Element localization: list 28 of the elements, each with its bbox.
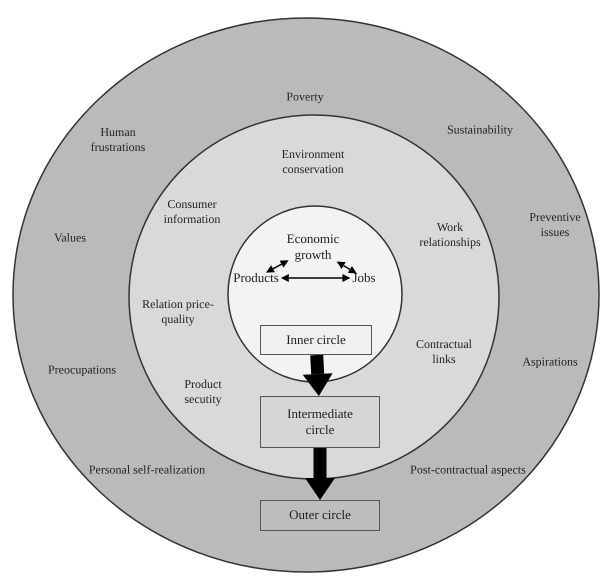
circle-region bbox=[227, 205, 403, 383]
arrow bbox=[336, 261, 357, 274]
circle-region bbox=[12, 17, 600, 573]
circle-label: Sustainability bbox=[446, 122, 514, 138]
arrow bbox=[280, 274, 350, 282]
circle-label: Poverty bbox=[285, 90, 325, 104]
circle-label: Preventive issues bbox=[528, 210, 582, 240]
process-box: Intermediate circle bbox=[260, 396, 380, 448]
node-label: Products bbox=[233, 270, 279, 286]
circle-label: Work relationships bbox=[418, 220, 482, 250]
node-label: Jobs bbox=[352, 270, 376, 286]
circle-label: Environment conservation bbox=[280, 147, 346, 177]
arrow bbox=[302, 354, 333, 396]
circle-label: Post-contractual aspects bbox=[409, 462, 527, 478]
circle-label: Relation price-quality bbox=[141, 297, 215, 327]
circle-label: Consumer information bbox=[162, 197, 222, 227]
circle-label: Preocupations bbox=[47, 362, 117, 378]
circle-label: Contractual links bbox=[415, 337, 473, 367]
circle-label: Product secutity bbox=[183, 377, 223, 407]
circle-label: Personal self-realization bbox=[88, 462, 206, 478]
circle-label: Aspirations bbox=[521, 354, 579, 370]
process-box: Inner circle bbox=[260, 325, 372, 355]
node-label: Economic growth bbox=[282, 230, 344, 264]
process-box: Outer circle bbox=[260, 500, 380, 531]
arrow bbox=[266, 260, 289, 273]
circle-label: Human frustrations bbox=[90, 125, 146, 155]
circle-label: Values bbox=[53, 230, 87, 246]
arrow bbox=[305, 448, 335, 500]
